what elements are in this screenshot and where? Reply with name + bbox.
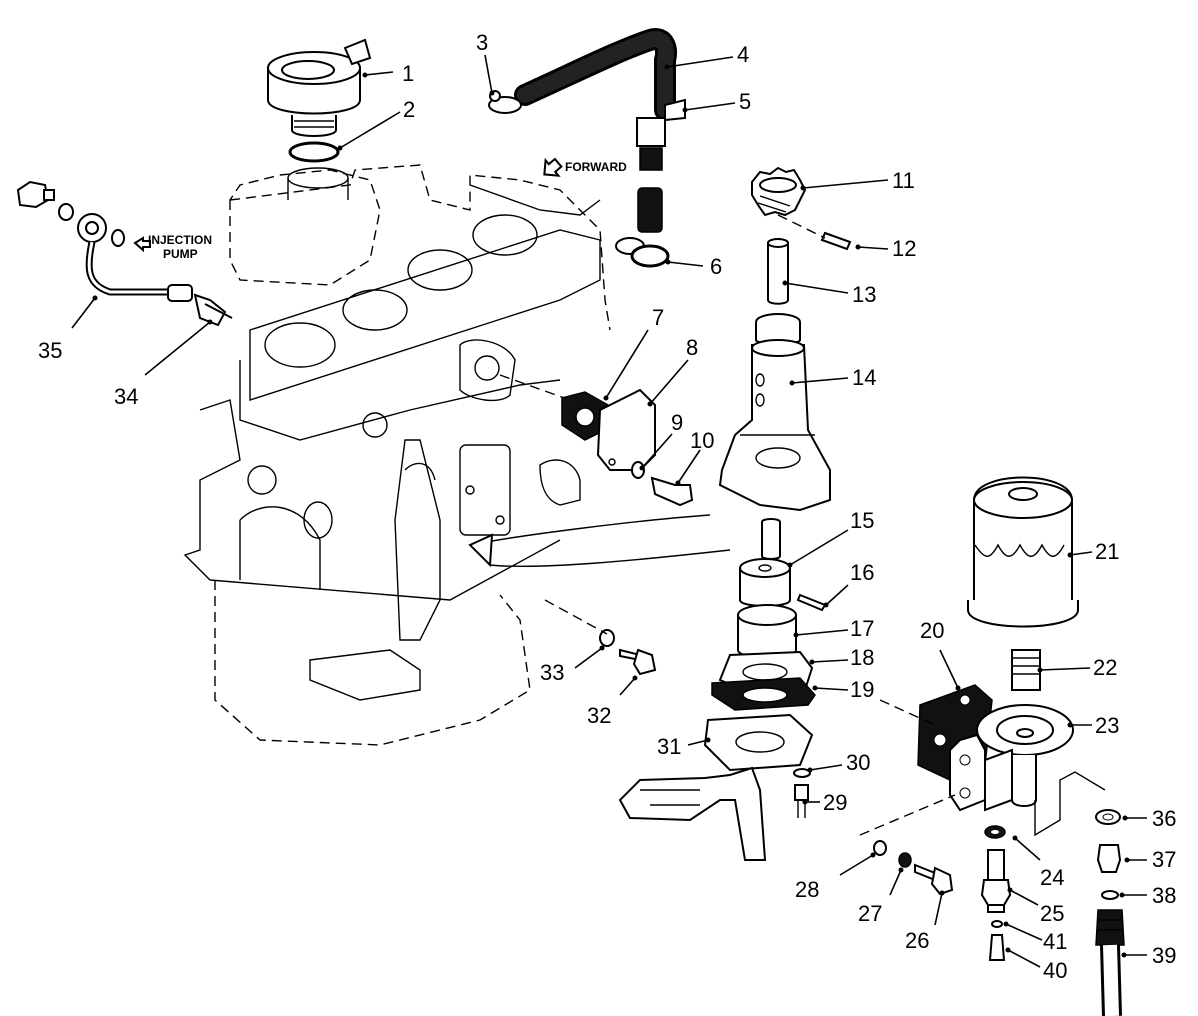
callout-34: 34 <box>114 384 138 409</box>
callout-14: 14 <box>852 365 876 390</box>
callout-33: 33 <box>540 660 564 685</box>
plug-32-head <box>632 648 657 676</box>
filler-housing <box>229 167 381 286</box>
callout-27: 27 <box>858 901 882 926</box>
assembly-arrowhead <box>468 533 494 568</box>
pin-16 <box>796 593 827 612</box>
callout-17: 17 <box>850 616 874 641</box>
callout-39: 39 <box>1152 943 1176 968</box>
callout-29: 29 <box>823 790 847 815</box>
strainer-31 <box>618 713 814 861</box>
bolt-26-head <box>930 866 954 896</box>
callout-30: 30 <box>846 750 870 775</box>
callout-32: 32 <box>587 703 611 728</box>
o-ring-41 <box>991 920 1003 928</box>
bolt-10 <box>650 476 694 507</box>
callout-1: 1 <box>402 61 414 86</box>
assembly-arrow-lower <box>489 549 731 568</box>
filter-base-23 <box>949 704 1074 812</box>
callout-28: 28 <box>795 877 819 902</box>
drive-gear-11 <box>751 166 807 217</box>
coupling-15 <box>739 558 791 607</box>
injection-label-2: PUMP <box>163 247 198 261</box>
callout-24: 24 <box>1040 865 1064 890</box>
hose-clamp-5 <box>636 117 666 147</box>
callout-10: 10 <box>690 428 714 453</box>
engine-block <box>183 164 611 746</box>
callout-labels: 1 2 3 4 5 6 7 8 9 10 11 12 13 14 15 16 1… <box>38 30 1176 983</box>
callout-18: 18 <box>850 645 874 670</box>
routing-line <box>1034 771 1106 837</box>
callout-38: 38 <box>1152 883 1176 908</box>
callout-3: 3 <box>476 30 488 55</box>
o-ring-38 <box>1101 890 1119 900</box>
injection-arrow-icon <box>133 236 151 253</box>
washer-28 <box>873 840 887 856</box>
leader-lines <box>71 54 1147 968</box>
oil-filter-21 <box>967 476 1079 628</box>
washer-33 <box>599 629 615 647</box>
callout-35: 35 <box>38 338 62 363</box>
bolt-26-shank <box>914 863 936 882</box>
callout-40: 40 <box>1043 958 1067 983</box>
cover-plate-8 <box>596 388 656 471</box>
o-ring-2 <box>288 141 340 163</box>
plug-40 <box>988 934 1006 961</box>
callout-41: 41 <box>1043 929 1067 954</box>
hose-section <box>637 187 663 233</box>
callout-9: 9 <box>671 410 683 435</box>
injection-label-1: INJECTION <box>148 233 212 247</box>
relief-valve-25 <box>980 849 1012 913</box>
callout-19: 19 <box>850 677 874 702</box>
lockwasher-27 <box>898 852 912 868</box>
callout-22: 22 <box>1093 655 1117 680</box>
callout-13: 13 <box>852 282 876 307</box>
nipple-22 <box>1011 649 1041 691</box>
callout-37: 37 <box>1152 847 1176 872</box>
alignment-line-7 <box>499 374 571 401</box>
callout-15: 15 <box>850 508 874 533</box>
callout-7: 7 <box>652 305 664 330</box>
pin-12 <box>820 231 852 251</box>
callout-5: 5 <box>739 89 751 114</box>
hose-fitting-39 <box>1095 909 1125 946</box>
callout-21: 21 <box>1095 539 1119 564</box>
callout-12: 12 <box>892 236 916 261</box>
callout-11: 11 <box>892 168 915 193</box>
shaft-15 <box>761 518 781 560</box>
callout-6: 6 <box>710 254 722 279</box>
filler-cap <box>267 38 372 137</box>
pump-housing-14 <box>718 313 831 512</box>
assembly-arrow-upper <box>469 514 711 546</box>
bolt-29 <box>794 784 809 801</box>
callout-4: 4 <box>737 42 749 67</box>
callout-26: 26 <box>905 928 929 953</box>
callout-36: 36 <box>1152 806 1176 831</box>
injection-line-assembly <box>16 180 233 327</box>
callout-31: 31 <box>657 734 681 759</box>
callout-16: 16 <box>850 560 874 585</box>
forward-arrow-icon <box>543 157 563 177</box>
callout-25: 25 <box>1040 901 1064 926</box>
washer-30 <box>793 768 811 778</box>
adapter-37 <box>1096 844 1122 873</box>
shaft-13 <box>767 238 789 305</box>
forward-label: FORWARD <box>565 160 627 174</box>
o-ring-6b <box>630 244 670 268</box>
callout-23: 23 <box>1095 713 1119 738</box>
callout-20: 20 <box>920 618 944 643</box>
rotor-17 <box>737 604 797 659</box>
callout-2: 2 <box>403 97 415 122</box>
callout-8: 8 <box>686 335 698 360</box>
